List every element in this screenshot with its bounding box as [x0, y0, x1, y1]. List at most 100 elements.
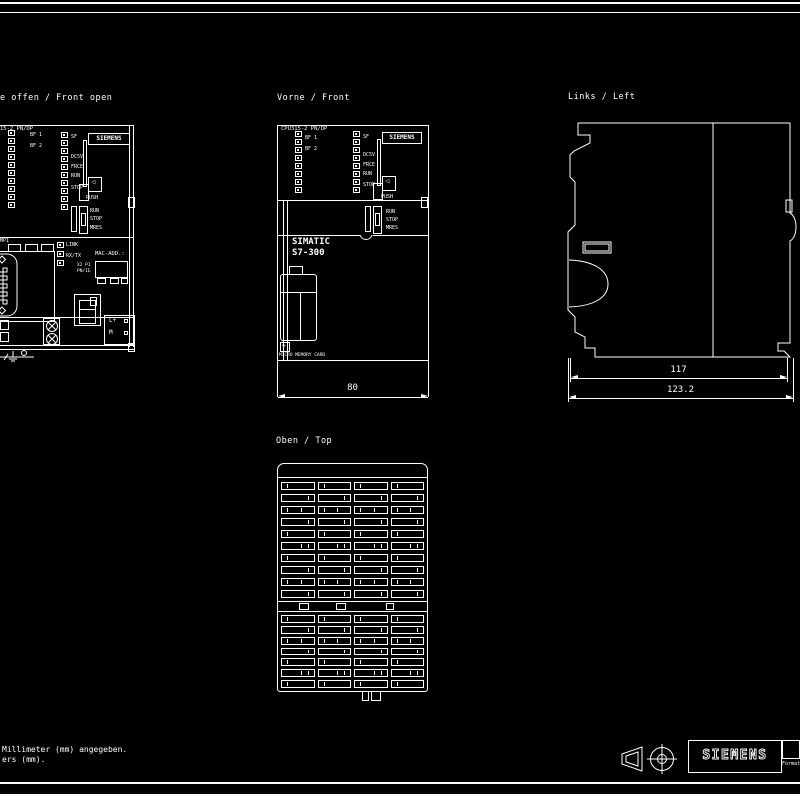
vent-slot	[317, 669, 351, 678]
vent-column	[354, 482, 388, 598]
terminal-cell	[0, 320, 9, 330]
vent-slot	[390, 658, 424, 667]
vent-slot	[354, 625, 388, 634]
dimension-line-width	[278, 397, 428, 398]
extension-line	[793, 358, 794, 402]
connector-tab	[121, 278, 128, 284]
projection-symbol-icon	[621, 744, 677, 774]
switch-label-mres: MRES	[386, 225, 399, 231]
vent-slot	[390, 590, 424, 598]
vent-slot	[354, 482, 388, 490]
led-indicator	[353, 163, 360, 169]
vent-slot	[317, 566, 351, 574]
led-label-dc5v: DC5V	[71, 154, 84, 160]
mpi-connector-housing	[0, 251, 55, 322]
mode-switch-body	[79, 206, 88, 234]
panel-seam	[277, 200, 429, 201]
vent-column	[317, 482, 351, 598]
vent-slot	[281, 669, 315, 678]
vent-slot	[281, 494, 315, 502]
led-indicator	[61, 164, 68, 170]
vent-slot	[317, 506, 351, 514]
rail-clip	[421, 197, 428, 208]
led-strip-bus	[8, 130, 15, 208]
vent-slot	[317, 680, 351, 689]
vent-slot	[390, 554, 424, 562]
memory-card-divider	[300, 292, 301, 340]
titleblock-logo-box	[688, 740, 782, 773]
db9-connector-icon	[0, 253, 18, 317]
vent-column	[281, 615, 315, 689]
vent-slot	[281, 625, 315, 634]
mode-switch-knob	[375, 213, 380, 226]
vent-slot	[317, 530, 351, 538]
vent-slot	[281, 636, 315, 645]
top-band-line	[278, 477, 427, 478]
led-indicator	[353, 171, 360, 177]
rj45-port-icon	[74, 294, 101, 326]
module-bottom-line	[0, 349, 134, 350]
border-line-top-inner	[0, 12, 800, 13]
vent-slot	[317, 625, 351, 634]
led-indicator	[61, 148, 68, 154]
led-indicator	[61, 132, 68, 138]
vent-slot	[281, 566, 315, 574]
mid-band-line	[278, 611, 427, 612]
led-label-dc5v: DC5V	[363, 152, 376, 158]
led-indicator	[8, 138, 15, 144]
siemens-logo-box	[382, 132, 422, 144]
module-outline	[277, 125, 429, 126]
led-indicator	[57, 260, 64, 266]
vent-slot	[317, 615, 351, 623]
vent-slot	[317, 590, 351, 598]
mac-address-field	[95, 261, 128, 278]
terminal-row-line	[0, 317, 134, 318]
vent-slot	[354, 578, 388, 586]
vent-column	[281, 482, 315, 598]
terminal-label-m: M	[109, 329, 113, 336]
vent-slot	[354, 566, 388, 574]
vent-slot	[281, 680, 315, 689]
dimension-arrow	[278, 394, 285, 398]
rj45-port-latch	[90, 297, 97, 306]
module-outline	[428, 125, 429, 397]
top-view-outline	[277, 463, 428, 692]
dimension-arrow	[421, 394, 428, 398]
vent-column	[390, 482, 424, 598]
extension-line	[787, 358, 788, 382]
vent-slot	[354, 506, 388, 514]
vent-column	[390, 615, 424, 689]
vent-slot	[354, 647, 388, 656]
led-indicator	[353, 179, 360, 185]
vent-slot	[281, 658, 315, 667]
led-label-rxtx: RX/TX	[66, 253, 82, 259]
vent-slot	[390, 636, 424, 645]
rail-clip	[128, 197, 135, 208]
dimension-arrow	[569, 395, 576, 399]
led-label-stop: STOP	[363, 182, 376, 188]
vent-slot	[317, 482, 351, 490]
mid-band-line	[278, 601, 427, 602]
vent-slot	[390, 669, 424, 678]
rail-foot	[128, 343, 135, 352]
led-indicator	[8, 154, 15, 160]
title-front-open: e offen / Front open	[0, 93, 113, 103]
vent-grid-lower	[281, 615, 424, 689]
switch-label-run: RUN	[386, 209, 396, 215]
switch-label-stop: STOP	[386, 217, 399, 223]
push-button: ◁	[88, 177, 102, 192]
vent-tab	[299, 603, 309, 610]
vent-slot	[317, 636, 351, 645]
mpi-label: MPI	[0, 238, 10, 244]
dimension-arrow	[780, 375, 787, 379]
door-seam	[277, 235, 360, 236]
terminal-label-lplus: L+	[109, 317, 117, 324]
section-divider	[0, 237, 134, 238]
led-indicator	[353, 131, 360, 137]
switch-label-mres: MRES	[90, 225, 103, 231]
extension-line	[570, 358, 571, 382]
siemens-logo: SIEMENS	[389, 134, 415, 141]
border-line-top-outer	[0, 2, 800, 4]
led-indicator	[295, 155, 302, 161]
note-line-2: ers (mm).	[2, 755, 46, 764]
